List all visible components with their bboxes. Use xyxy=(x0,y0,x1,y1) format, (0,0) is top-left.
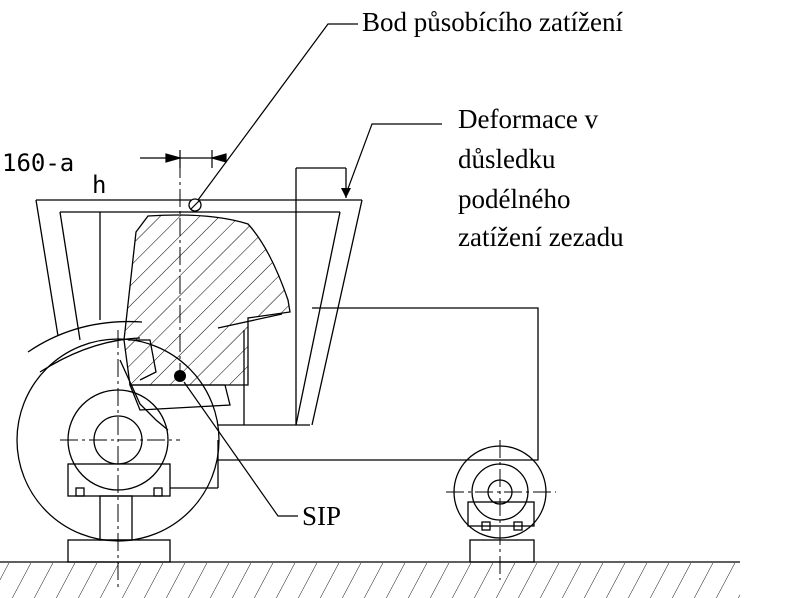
deformation-label-line-3: podélného xyxy=(458,184,571,214)
sip-leader xyxy=(183,381,298,517)
chassis xyxy=(170,307,539,489)
load-point-leader xyxy=(197,23,358,201)
seat xyxy=(119,214,291,431)
load-point-label: Bod působícího zatížení xyxy=(362,7,623,37)
sip-label: SIP xyxy=(302,501,342,531)
deformation-label-line-1: Deformace v xyxy=(458,104,599,134)
deformation-label-line-4: zatížení zezadu xyxy=(458,222,624,252)
sip-point xyxy=(174,370,186,382)
dimension-160-a xyxy=(140,150,227,168)
deformation-arrow-head xyxy=(341,188,351,198)
deformation-label-line-2: důsledku xyxy=(458,144,556,174)
load-point-marker xyxy=(188,198,202,212)
centerlines xyxy=(60,160,556,590)
leader-lines xyxy=(183,23,442,517)
ground xyxy=(0,561,740,598)
deformation-leader xyxy=(345,123,442,195)
dimension-label: 160-a xyxy=(2,149,75,177)
dimension-subscript: h xyxy=(92,171,107,199)
deformation-indicator xyxy=(295,167,347,212)
